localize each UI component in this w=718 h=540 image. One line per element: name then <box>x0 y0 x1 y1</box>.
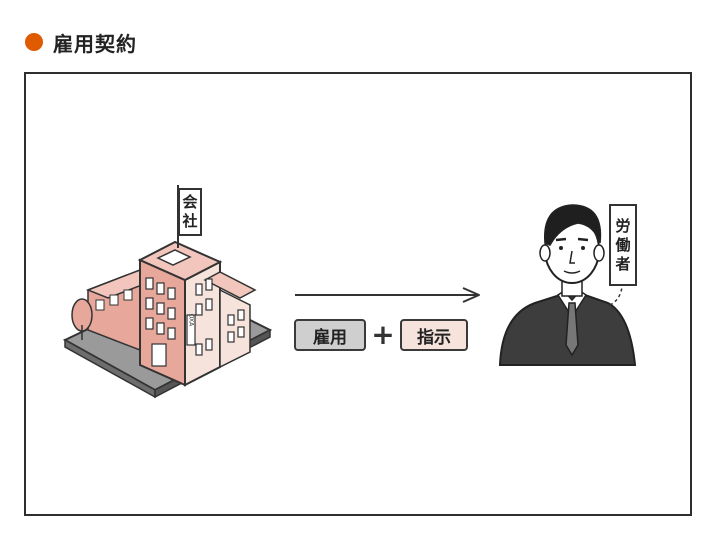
right-arrow-icon <box>295 287 480 303</box>
company-sign: 会 社 <box>178 188 202 236</box>
worker-sign: 労 働 者 <box>609 204 637 286</box>
company-sign-char: 社 <box>182 212 198 230</box>
worker-sign-char: 者 <box>615 254 631 273</box>
page-title: 雇用契約 <box>53 31 137 56</box>
company-building-icon: OXA <box>62 185 273 399</box>
instruction-tag: 指示 <box>400 319 468 351</box>
employment-tag: 雇用 <box>294 319 366 351</box>
plus-icon: + <box>371 317 395 351</box>
worker-person-icon <box>498 204 637 366</box>
building-sign: OXA <box>188 314 195 327</box>
bullet-dot-icon <box>25 33 43 51</box>
worker-sign-char: 働 <box>615 235 631 254</box>
company-sign-char: 会 <box>182 193 198 211</box>
worker-sign-char: 労 <box>615 216 631 235</box>
section-header: 雇用契約 <box>25 28 137 56</box>
